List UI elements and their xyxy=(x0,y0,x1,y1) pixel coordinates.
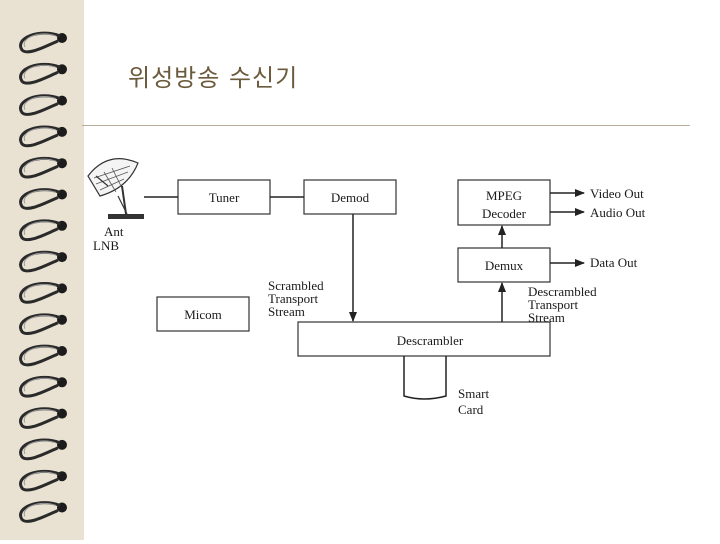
audio-out-label: Audio Out xyxy=(590,205,646,220)
binder-ring-highlight xyxy=(23,346,57,361)
tuner-label: Tuner xyxy=(209,190,240,205)
binder-ring-highlight xyxy=(23,440,57,455)
spiral-binder xyxy=(0,0,84,540)
binder-ring-highlight xyxy=(23,471,57,486)
demod-label: Demod xyxy=(331,190,370,205)
demux-label: Demux xyxy=(485,258,524,273)
binder-ring-highlight xyxy=(23,377,57,392)
decoder-label: Decoder xyxy=(482,206,527,221)
video-out-label: Video Out xyxy=(590,186,644,201)
micom-block xyxy=(156,296,250,332)
demux-block xyxy=(457,247,551,283)
descrambled-stream-label: Stream xyxy=(528,310,565,325)
antenna-label: Ant xyxy=(104,224,124,239)
satellite-dish-icon xyxy=(87,158,144,219)
descrambler-label: Descrambler xyxy=(397,333,464,348)
binder-ring-highlight xyxy=(23,33,57,48)
descrambled-label: Descrambled xyxy=(528,284,597,299)
scrambled-transport-label: Transport xyxy=(268,291,318,306)
binder-ring-highlight xyxy=(23,315,57,329)
smart-label: Smart xyxy=(458,386,489,401)
smart-card-slot xyxy=(403,356,447,400)
binder-ring-highlight xyxy=(23,189,57,204)
binder-rings-icon xyxy=(19,31,67,523)
mpeg-label: MPEG xyxy=(486,188,522,203)
binder-ring-highlight xyxy=(23,127,57,142)
binder-ring-highlight xyxy=(23,221,57,236)
title-divider xyxy=(82,125,690,126)
data-out-label: Data Out xyxy=(590,255,638,270)
slide-title: 위성방송 수신기 xyxy=(128,64,299,92)
binder-ring-highlight xyxy=(23,158,57,173)
demod-block xyxy=(303,179,397,215)
scrambled-stream-label: Stream xyxy=(268,304,305,319)
descrambler-block xyxy=(297,321,551,357)
binder-ring-highlight xyxy=(23,502,57,517)
scrambled-label: Scrambled xyxy=(268,278,324,293)
micom-label: Micom xyxy=(184,307,222,322)
binder-ring-highlight xyxy=(23,283,57,298)
card-label: Card xyxy=(458,402,484,417)
mpeg-decoder-block xyxy=(457,179,551,226)
lnb-label: LNB xyxy=(93,238,119,253)
binder-ring-highlight xyxy=(23,252,57,267)
binder-ring-highlight xyxy=(23,409,57,423)
descrambled-transport-label: Transport xyxy=(528,297,578,312)
binder-ring-highlight xyxy=(23,64,57,79)
binder-ring-highlight xyxy=(23,96,57,110)
